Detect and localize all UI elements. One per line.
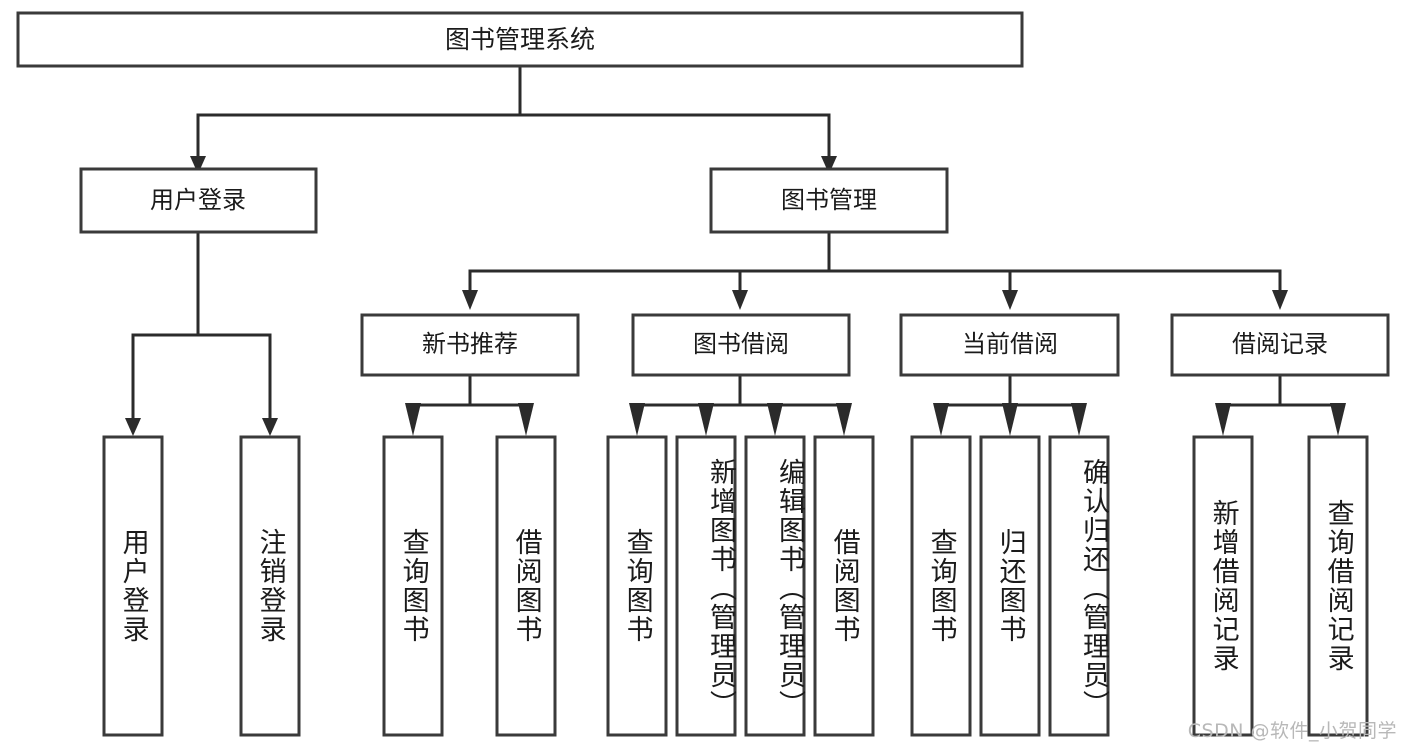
leaf-box-7[interactable] [813, 435, 875, 737]
node-current-borrow[interactable]: 当前借阅 [899, 313, 1120, 377]
arrow-to-user-login [190, 156, 206, 174]
arrow-to-book-manage [821, 156, 837, 174]
arrow-leaf-7 [836, 403, 852, 436]
leaf-box-0[interactable] [102, 435, 164, 737]
connector-group-borrow-record [1215, 373, 1346, 436]
node-borrow-record[interactable]: 借阅记录 [1170, 313, 1390, 377]
arrow-leaf-3 [518, 403, 534, 436]
node-book-borrow[interactable]: 图书借阅 [631, 313, 851, 377]
arrow-leaf-6 [767, 403, 783, 436]
leaf-box-3[interactable] [495, 435, 557, 737]
arrow-leaf-2 [405, 403, 421, 436]
node-user-login-box[interactable] [79, 167, 318, 234]
arrow-to-current-borrow [1002, 290, 1018, 310]
leaf-box-5[interactable] [675, 435, 737, 737]
leaf-box-11[interactable] [1192, 435, 1254, 737]
node-book-borrow-box[interactable] [631, 313, 851, 377]
leaf-box-4[interactable] [606, 435, 668, 737]
arrow-leaf-9 [1002, 403, 1018, 436]
node-new-book-rec[interactable]: 新书推荐 [360, 313, 580, 377]
node-new-book-rec-label: 新书推荐 [422, 330, 518, 358]
connector-group-book-manage [462, 230, 1288, 310]
leaf-box-2[interactable] [382, 435, 444, 737]
leaf-box-10[interactable] [1048, 435, 1110, 737]
arrow-to-borrow-record [1272, 290, 1288, 310]
node-book-manage[interactable]: 图书管理 [709, 167, 949, 234]
leaf-box-1[interactable] [239, 435, 301, 737]
arrow-leaf-1 [262, 418, 278, 436]
node-root-label: 图书管理系统 [445, 25, 595, 54]
arrow-leaf-0 [125, 418, 141, 436]
node-borrow-record-box[interactable] [1170, 313, 1390, 377]
node-new-book-rec-box[interactable] [360, 313, 580, 377]
arrow-leaf-4 [629, 403, 645, 436]
node-borrow-record-label: 借阅记录 [1232, 330, 1328, 358]
connector-bookborrow-bus [635, 373, 846, 422]
leaf-box-12[interactable] [1307, 435, 1369, 737]
connector-group-new-book-rec [405, 373, 534, 436]
arrow-leaf-12 [1330, 403, 1346, 436]
connector-root-to-level2 [196, 64, 831, 160]
node-book-borrow-label: 图书借阅 [693, 330, 789, 358]
arrow-leaf-5 [698, 403, 714, 436]
node-current-borrow-box[interactable] [899, 313, 1120, 377]
node-book-manage-box[interactable] [709, 167, 949, 234]
arrow-leaf-10 [1071, 403, 1087, 436]
connector-group-user-login [125, 230, 278, 436]
arrow-to-new-book-rec [462, 290, 478, 310]
leaf-box-6[interactable] [744, 435, 806, 737]
connector-newbookrec-bus [411, 373, 528, 422]
node-book-manage-label: 图书管理 [781, 186, 877, 214]
connector-group-book-borrow [629, 373, 852, 436]
connector-group-root [190, 64, 837, 174]
node-user-login[interactable]: 用户登录 [79, 167, 318, 234]
arrow-to-book-borrow [732, 290, 748, 310]
connector-group-current-borrow [933, 373, 1087, 436]
csdn-watermark: CSDN @软件_小贺同学 [1187, 720, 1397, 742]
node-root-box[interactable] [16, 11, 1024, 68]
connector-bookmanage-bus [468, 230, 1282, 294]
node-root[interactable]: 图书管理系统 [16, 11, 1024, 68]
leaf-box-9[interactable] [979, 435, 1041, 737]
arrow-leaf-8 [933, 403, 949, 436]
arrow-leaf-11 [1215, 403, 1231, 436]
connector-userlogin-bus [131, 230, 272, 422]
node-current-borrow-label: 当前借阅 [962, 330, 1058, 358]
connector-borrowrecord-bus [1221, 373, 1340, 422]
leaf-box-8[interactable] [910, 435, 972, 737]
node-user-login-label: 用户登录 [150, 186, 246, 214]
